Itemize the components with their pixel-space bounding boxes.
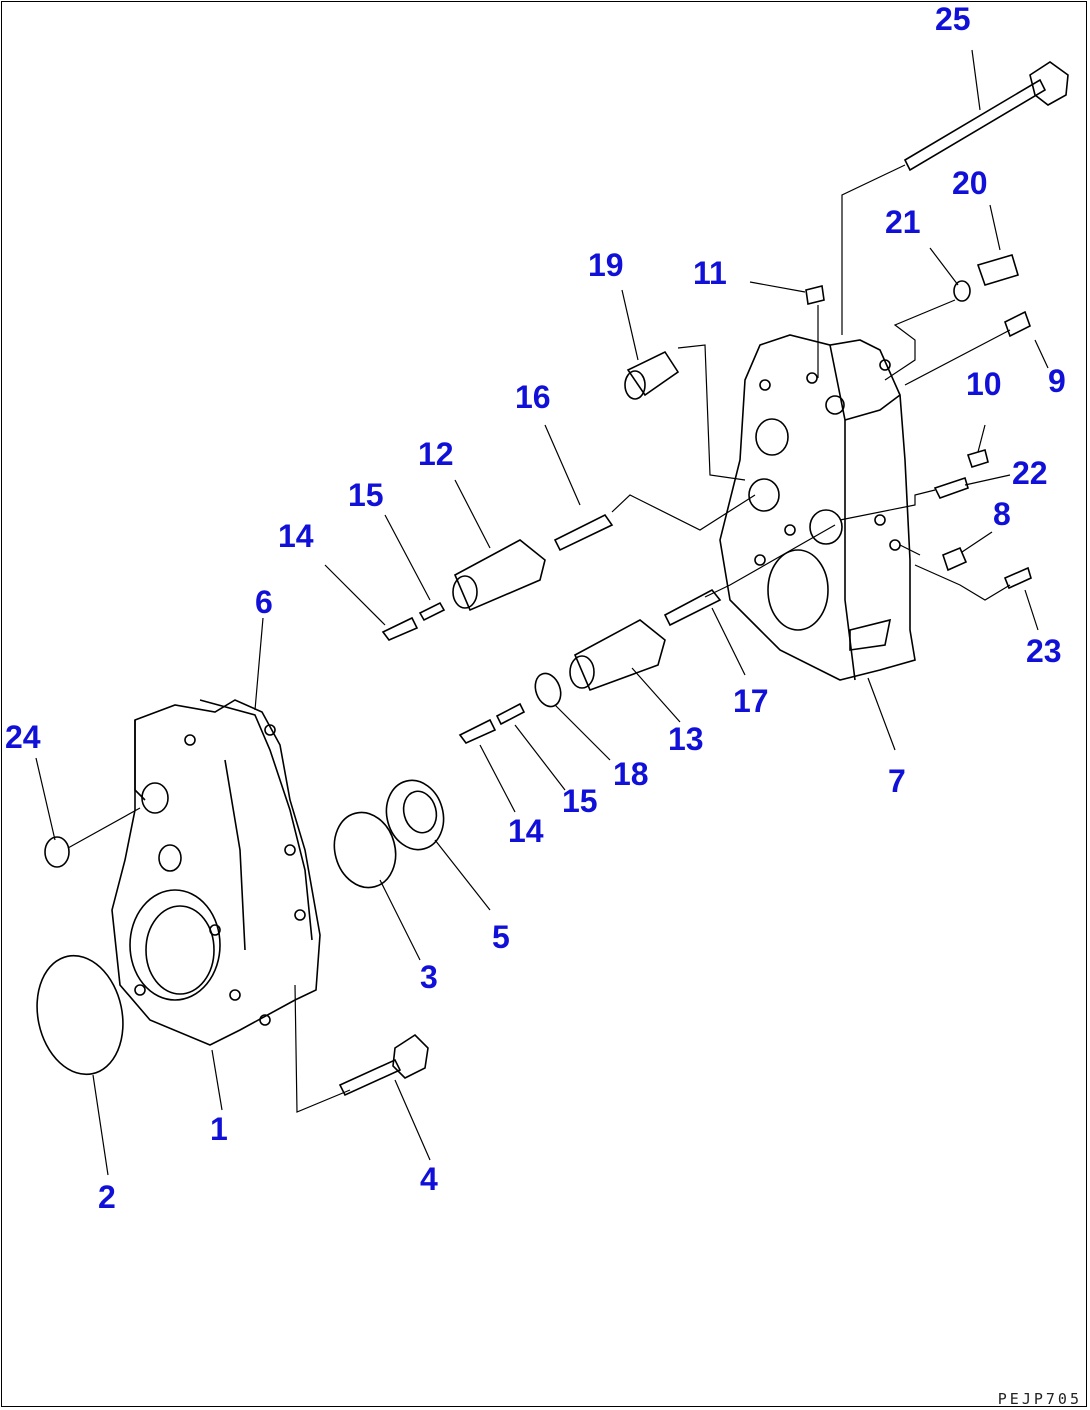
part-23-pin [1003,566,1032,590]
callout-14-lower: 14 [508,813,544,849]
part-14-plug-upper [381,616,419,641]
callout-10: 10 [966,366,1002,402]
part-14-plug-lower [458,718,497,744]
callout-4: 4 [420,1161,438,1197]
callout-22: 22 [1012,455,1048,491]
callout-23: 23 [1026,633,1062,669]
part-25-bolt [903,61,1069,172]
leader-lines [35,49,1049,1176]
callout-3: 3 [420,959,438,995]
part-16-spring [553,513,614,552]
callout-labels: 1 2 3 4 5 6 7 8 9 10 11 12 13 14 14 15 1… [5,1,1066,1215]
part-17-spring [663,588,722,627]
callout-11: 11 [693,255,727,291]
callout-16: 16 [515,379,551,415]
part-15-spring-upper [418,601,446,622]
callout-18: 18 [613,756,649,792]
part-21-o-ring [953,280,971,302]
part-7-valve-body [719,334,916,681]
part-22-pin [933,476,969,499]
callout-15-lower: 15 [562,783,598,819]
part-1-front-housing [111,699,321,1046]
callout-5: 5 [492,919,510,955]
part-3-o-ring [333,811,397,889]
callout-21: 21 [885,204,921,240]
callout-17: 17 [733,683,769,719]
part-24-o-ring [44,836,70,868]
callout-9: 9 [1048,363,1066,399]
part-13-spool [569,619,666,692]
callout-1: 1 [210,1111,228,1147]
callout-6: 6 [255,584,273,620]
callout-20: 20 [952,165,988,201]
part-11-plug [805,285,825,305]
part-5-bearing [385,779,445,851]
part-19-plug [624,350,680,400]
callout-19: 19 [588,247,624,283]
callout-12: 12 [418,436,454,472]
callout-14-upper: 14 [278,518,314,554]
part-15-spring-lower [495,702,526,726]
callout-7: 7 [888,763,906,799]
drawing-reference-code: PEJP705 [997,1390,1082,1408]
callout-15-upper: 15 [348,477,384,513]
callout-13: 13 [668,721,704,757]
part-20-fitting [976,254,1019,286]
part-18-o-ring [534,672,562,708]
part-2-o-ring [36,954,124,1076]
part-10-plug [966,448,989,468]
part-8-plug [942,546,968,572]
part-4-bolt [338,1033,429,1097]
part-9-plug [1004,310,1031,338]
callout-2: 2 [98,1179,116,1215]
callout-24: 24 [5,719,41,755]
part-12-spool [452,539,546,612]
callout-8: 8 [993,496,1011,532]
callout-25: 25 [935,1,971,37]
